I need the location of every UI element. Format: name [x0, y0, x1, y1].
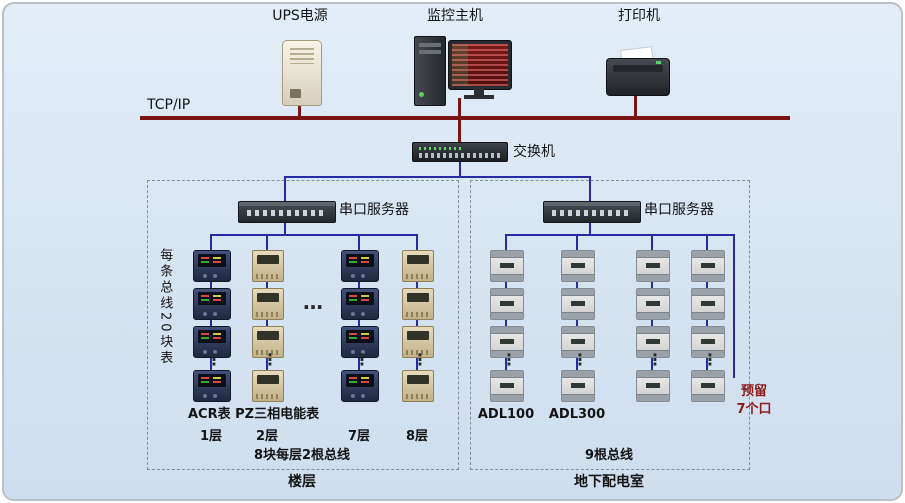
switch-down-line	[459, 160, 461, 177]
acr-meter-icon	[193, 326, 231, 358]
adl-device-icon	[490, 370, 524, 402]
right-server-label: 串口服务器	[644, 202, 714, 218]
ellipsis-vertical: ⋮	[354, 350, 370, 369]
ellipsis-vertical: ⋮	[412, 350, 428, 369]
ups-drop-line	[298, 102, 301, 116]
ellipsis-vertical: ⋮	[647, 350, 663, 369]
adl-device-icon	[691, 326, 725, 358]
adl-device-icon	[561, 370, 595, 402]
pz-meter-icon	[402, 326, 434, 358]
floor-label: 1层	[199, 429, 223, 444]
acr-meter-icon	[341, 370, 379, 402]
right-bus-count-note: 9根总线	[584, 448, 634, 463]
adl-device-icon	[561, 326, 595, 358]
right-server-drop	[589, 176, 591, 202]
left-bus-note: 每条总线20块表	[157, 248, 173, 367]
ellipsis-vertical: ⋮	[702, 350, 718, 369]
left-zone-caption: 楼层	[288, 474, 316, 490]
monitor-stand-icon	[474, 88, 484, 95]
floor-label: 7层	[347, 429, 371, 444]
ups-label: UPS电源	[272, 8, 328, 24]
acr-meter-icon	[341, 250, 379, 282]
ups-device-icon	[282, 40, 322, 106]
monitor-base-icon	[464, 95, 494, 99]
acr-meter-icon	[193, 370, 231, 402]
adl100-label: ADL100	[477, 407, 535, 422]
left-dist-stub	[284, 222, 286, 235]
right-dist-bus	[505, 234, 735, 236]
host-switch-line	[458, 120, 461, 142]
pz-meter-icon	[402, 370, 434, 402]
printer-label: 打印机	[618, 8, 660, 24]
ellipsis-vertical: ⋮	[572, 350, 588, 369]
ellipsis-vertical: ⋮	[501, 350, 517, 369]
meter-types-label: ACR表 PZ三相电能表	[188, 407, 320, 422]
adl-device-icon	[691, 370, 725, 402]
host-label: 监控主机	[427, 8, 483, 24]
reserved-port-line	[733, 234, 735, 378]
adl-device-icon	[636, 370, 670, 402]
reserved-note-line1: 预留	[740, 384, 767, 399]
split-line	[284, 176, 591, 178]
pz-meter-icon	[402, 288, 434, 320]
floor-zone-box	[147, 180, 459, 470]
right-dist-stub	[589, 222, 591, 235]
adl300-label: ADL300	[548, 407, 606, 422]
pz-meter-icon	[402, 250, 434, 282]
ellipsis-horizontal: …	[303, 290, 325, 314]
left-serial-server-icon	[238, 201, 336, 223]
pz-meter-icon	[252, 326, 284, 358]
acr-meter-icon	[193, 250, 231, 282]
pz-meter-icon	[252, 250, 284, 282]
acr-meter-icon	[341, 326, 379, 358]
computer-tower-icon	[414, 36, 446, 106]
right-zone-caption: 地下配电室	[574, 474, 644, 490]
acr-meter-icon	[341, 288, 379, 320]
left-server-drop	[284, 176, 286, 202]
adl-device-icon	[490, 288, 524, 320]
ellipsis-vertical: ⋮	[262, 350, 278, 369]
adl-device-icon	[636, 288, 670, 320]
floor-label: 8层	[405, 429, 429, 444]
basement-zone-box	[470, 180, 750, 470]
per-floor-note: 8块每层2根总线	[253, 448, 351, 463]
switch-label: 交换机	[513, 144, 555, 160]
acr-meter-icon	[193, 288, 231, 320]
adl-device-icon	[691, 288, 725, 320]
adl-device-icon	[691, 250, 725, 282]
tcpip-label: TCP/IP	[147, 97, 191, 113]
right-serial-server-icon	[543, 201, 641, 223]
tcpip-bus-line	[140, 116, 790, 120]
adl-device-icon	[490, 250, 524, 282]
adl-device-icon	[636, 326, 670, 358]
switch-device-icon	[412, 142, 508, 162]
floor-label: 2层	[255, 429, 279, 444]
adl-device-icon	[561, 288, 595, 320]
pz-meter-icon	[252, 288, 284, 320]
reserved-note-line2: 7个口	[736, 402, 772, 417]
left-server-label: 串口服务器	[339, 202, 409, 218]
printer-drop-line	[634, 92, 637, 116]
host-drop-line	[458, 98, 461, 116]
adl-device-icon	[561, 250, 595, 282]
left-dist-bus	[210, 234, 418, 236]
pz-meter-icon	[252, 370, 284, 402]
monitor-icon	[448, 40, 512, 90]
adl-device-icon	[636, 250, 670, 282]
adl-device-icon	[490, 326, 524, 358]
ellipsis-vertical: ⋮	[206, 350, 222, 369]
printer-device-icon	[606, 58, 670, 96]
